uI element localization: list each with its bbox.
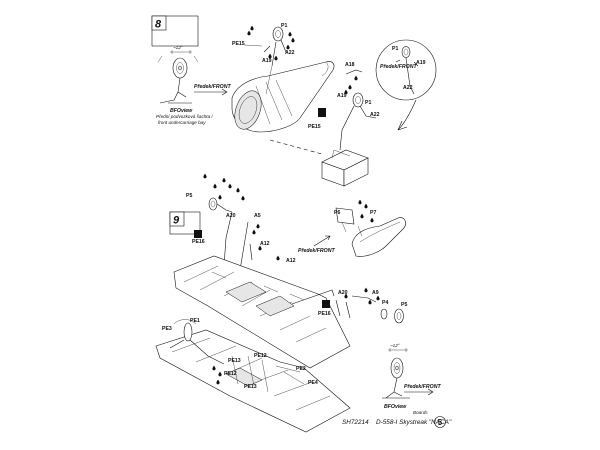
main-gear-right <box>335 295 404 324</box>
label-pe12-a: PE12 <box>224 371 237 377</box>
step-9-number: 9 <box>173 215 180 227</box>
undercarriage-bay-box <box>321 149 369 187</box>
label-pe13-a: PE13 <box>228 358 241 364</box>
label-a22-a: A22 <box>285 50 295 56</box>
label-a20-b: A20 <box>338 290 348 296</box>
fuselage-nose <box>231 61 335 133</box>
view-caption-8: BFOview <box>170 108 193 114</box>
label-pe4: PE4 <box>308 380 318 386</box>
label-p5-a: P5 <box>186 193 192 199</box>
pe-part-icon-9a <box>194 230 202 238</box>
label-pe1: PE1 <box>190 318 200 324</box>
label-pe16-b: PE16 <box>318 311 331 317</box>
main-wheel-left-top <box>208 197 233 213</box>
bay-caption-line-1: Přední podvozková šachta / <box>156 114 213 119</box>
small-note: Boards <box>413 410 428 415</box>
a18-strut <box>345 69 363 75</box>
label-p7: P7 <box>370 210 376 216</box>
pe-part-icon-8 <box>318 108 326 117</box>
page-number: 5 <box>438 418 443 427</box>
label-a12-b: A12 <box>286 258 296 264</box>
detail-label-a22: A22 <box>403 85 413 91</box>
bay-caption-line-2: front undercarriage bay <box>158 120 206 125</box>
page-number-circle <box>434 416 446 428</box>
view-caption-9: BFOview <box>384 404 407 410</box>
main-gear-left-struts <box>223 211 253 271</box>
label-a18: A18 <box>345 62 355 68</box>
label-pe15-b: PE15 <box>308 124 321 130</box>
front-wheel-side-view: ~12° <box>157 45 199 104</box>
front-direction-label-8: Předek/FRONT <box>194 84 231 90</box>
main-wheel-side-view <box>382 348 410 399</box>
nose-wheel-assembly-a <box>263 26 287 95</box>
detail-label-p1: P1 <box>392 46 398 52</box>
label-pe15-a: PE15 <box>232 41 245 47</box>
label-p4: P4 <box>382 300 388 306</box>
detail-circle <box>375 39 437 131</box>
step-8-frame <box>151 15 199 47</box>
label-a20-a: A20 <box>226 213 236 219</box>
canopy-parts <box>335 207 406 257</box>
front-direction-arrow-9 <box>404 388 434 396</box>
label-a19-b: A19 <box>337 93 347 99</box>
detail-label-a19: A19 <box>416 60 426 66</box>
step-8-number-box <box>151 15 167 31</box>
label-p1-a: P1 <box>281 23 287 29</box>
label-p6: P6 <box>334 210 340 216</box>
step-9-number-box <box>169 211 185 227</box>
label-a19-a: A19 <box>262 58 272 64</box>
main-wing <box>173 255 351 369</box>
front-direction-label-9: Předek/FRONT <box>404 384 441 390</box>
label-pe2: PE2 <box>296 366 306 372</box>
front-direction-label-9-mid: Předek/FRONT <box>298 248 335 254</box>
label-pe16-a: PE16 <box>192 239 205 245</box>
front-direction-arrow-9-mid <box>313 235 331 247</box>
kit-title: D-558-I Skystreak "NACA" <box>376 419 452 426</box>
label-p1-b: P1 <box>365 100 371 106</box>
label-pe3: PE3 <box>162 326 172 332</box>
angle-label-9: ~12° <box>390 343 400 348</box>
label-pe13-b: PE13 <box>244 384 257 390</box>
assembly-guide-dashed <box>269 139 323 155</box>
front-direction-arrow-8 <box>194 88 228 96</box>
detail-label-front: Předek/FRONT <box>380 64 417 70</box>
angle-label-8: ~12° <box>173 45 183 50</box>
label-p5-b: P5 <box>401 302 407 308</box>
pe-part-icon-9b <box>322 300 330 308</box>
label-a12-a: A12 <box>260 241 270 247</box>
step-8: 8 ~12° Předek/FRONT Přední podvozková ša… <box>151 15 437 187</box>
nose-wheel-assembly-b <box>339 92 377 151</box>
step-8-number: 8 <box>155 19 162 31</box>
label-pe12-b: PE12 <box>254 353 267 359</box>
kit-code: SH72214 <box>342 419 369 426</box>
step-9: 9 P5 A20 A5 PE16 A12 A12 <box>155 173 441 433</box>
label-a22-b: A22 <box>370 112 380 118</box>
label-a9: A9 <box>372 290 379 296</box>
footer: Boards SH72214 D-558-I Skystreak "NACA" … <box>342 410 452 428</box>
label-a5: A5 <box>254 213 261 219</box>
airbrake-pe1 <box>169 319 225 365</box>
